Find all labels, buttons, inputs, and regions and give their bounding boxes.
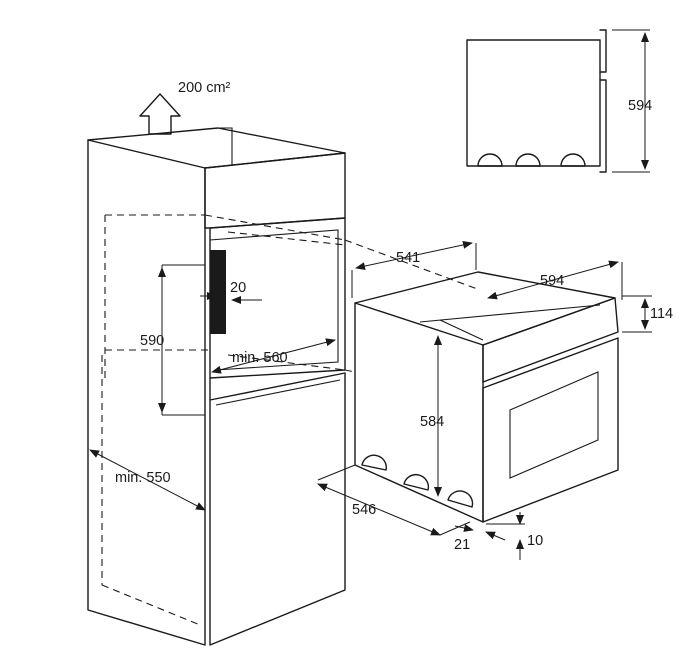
vent-slot (210, 250, 226, 334)
side-height-label: 594 (628, 98, 652, 114)
dim-bottom-offset (486, 512, 525, 560)
niche-width-label: min. 560 (232, 350, 288, 366)
niche-height-label: 590 (140, 333, 164, 349)
vent-area-label: 200 cm² (178, 80, 231, 96)
dim-oven-width (487, 260, 623, 300)
side-view (466, 29, 607, 173)
dim-control-height (622, 295, 652, 333)
dim-vent-gap (200, 292, 262, 304)
dim-front-depth (454, 524, 506, 541)
vent-gap-label: 20 (230, 280, 246, 296)
oven (344, 239, 619, 523)
vent-arrow-icon (139, 93, 181, 135)
dim-niche-width (211, 338, 336, 374)
oven-width-label: 594 (540, 273, 564, 289)
bottom-offset-label: 10 (527, 533, 543, 549)
front-depth-label: 21 (454, 537, 470, 553)
body-depth-label: 546 (352, 502, 376, 518)
dim-cabinet-depth (89, 449, 206, 511)
tall-cabinet (87, 127, 346, 646)
dim-niche-height (158, 264, 205, 416)
cabinet-depth-label: min. 550 (115, 470, 171, 486)
dim-body-depth (317, 464, 471, 536)
body-height-label: 584 (420, 414, 444, 430)
dim-side-height (612, 29, 650, 173)
dim-oven-depth (351, 240, 477, 298)
oven-depth-label: 541 (396, 250, 420, 266)
control-height-label: 114 (650, 306, 673, 322)
